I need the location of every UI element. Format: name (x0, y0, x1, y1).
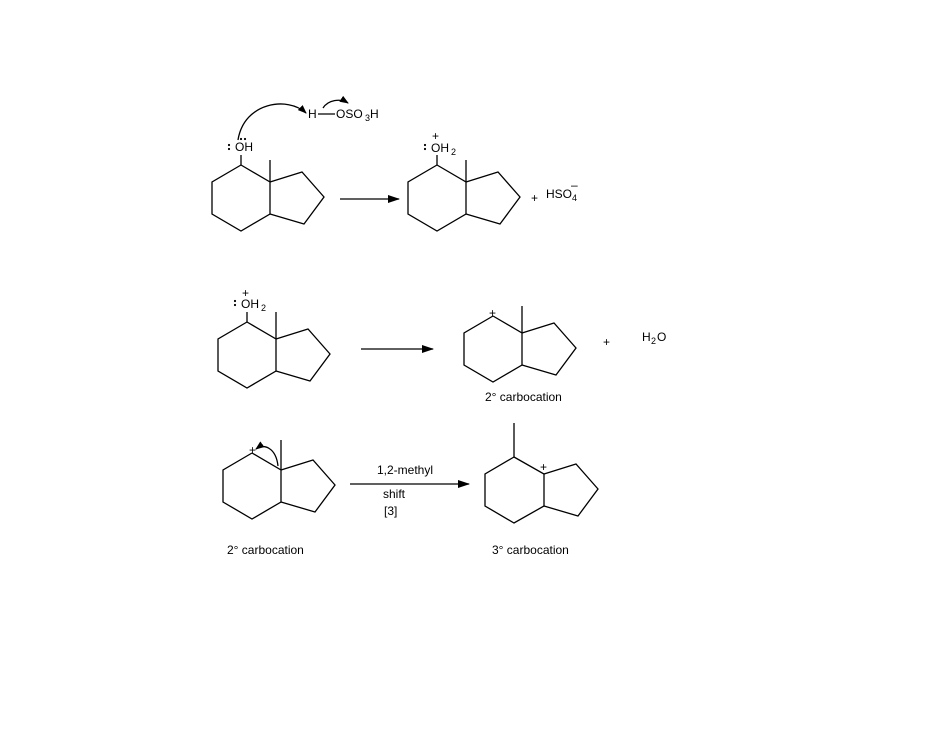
product-caption: 3° carbocation (492, 543, 569, 557)
reactant-caption: 2° carbocation (227, 543, 304, 557)
lone-pair-dot (423, 147, 427, 151)
cyclopentane-ring (275, 328, 331, 382)
cyclopentane-ring (280, 459, 336, 513)
reagent-terminal-h: H (370, 107, 379, 121)
arrow-label-line3: [3] (384, 504, 397, 518)
product-secondary-carbocation: + (463, 306, 577, 383)
lone-pair-dot (233, 299, 237, 303)
byproduct-water: H 2 O (642, 330, 666, 346)
curved-arrow-bond-break (322, 95, 349, 109)
cyclohexane-ring (211, 164, 271, 232)
reagent-subscript-three: 3 (365, 113, 370, 123)
carbocation-charge: + (249, 443, 256, 457)
oxonium-subscript-two: 2 (261, 303, 266, 313)
cyclohexane-ring (484, 456, 545, 524)
product-oxonium: OH 2 + (407, 129, 521, 232)
bisulfate-label: HSO (546, 187, 572, 201)
byproduct-bisulfate: HSO 4 – (546, 178, 578, 203)
reagent-oso: OSO (336, 107, 363, 121)
lone-pair-dot (227, 147, 231, 151)
carbocation-charge: + (489, 306, 496, 320)
cyclopentane-ring (521, 322, 577, 376)
oxonium-label: OH (431, 141, 449, 155)
water-h: H (642, 330, 651, 344)
curved-arrow-methyl-shift (255, 441, 279, 467)
reactant-alcohol: OH (211, 137, 325, 232)
hydroxyl-label: OH (235, 140, 253, 154)
water-o: O (657, 330, 666, 344)
reagent-sulfuric-acid: H OSO 3 H (308, 107, 379, 123)
arrow-label-line1: 1,2-methyl (377, 463, 433, 477)
carbocation-charge: + (540, 460, 547, 474)
positive-charge: + (242, 286, 249, 300)
cyclohexane-ring (222, 452, 282, 520)
lone-pair-dot (227, 143, 231, 147)
positive-charge: + (432, 129, 439, 143)
cyclohexane-ring (407, 164, 467, 232)
water-subscript-two: 2 (651, 336, 656, 346)
reactant-secondary-carbocation: + (222, 440, 336, 520)
curved-arrow-oh-to-h (237, 103, 307, 141)
cyclopentane-ring (269, 171, 325, 225)
reactant-oxonium: OH 2 + (217, 286, 331, 389)
cyclopentane-ring (465, 171, 521, 225)
oxonium-subscript-two: 2 (451, 147, 456, 157)
cyclopentane-ring (543, 463, 599, 517)
lone-pair-dot (239, 137, 243, 141)
product-tertiary-carbocation: + (484, 423, 599, 524)
plus-sign: + (531, 191, 538, 205)
cyclohexane-ring (463, 315, 523, 383)
plus-sign: + (603, 335, 610, 349)
lone-pair-dot (243, 137, 247, 141)
secondary-carbocation-caption: 2° carbocation (485, 390, 562, 404)
reagent-h: H (308, 107, 317, 121)
bisulfate-subscript-four: 4 (572, 193, 577, 203)
lone-pair-dot (233, 303, 237, 307)
lone-pair-dot (423, 143, 427, 147)
cyclohexane-ring (217, 321, 277, 389)
arrow-label-line2: shift (383, 487, 406, 501)
negative-charge: – (571, 178, 578, 192)
oxonium-label: OH (241, 297, 259, 311)
